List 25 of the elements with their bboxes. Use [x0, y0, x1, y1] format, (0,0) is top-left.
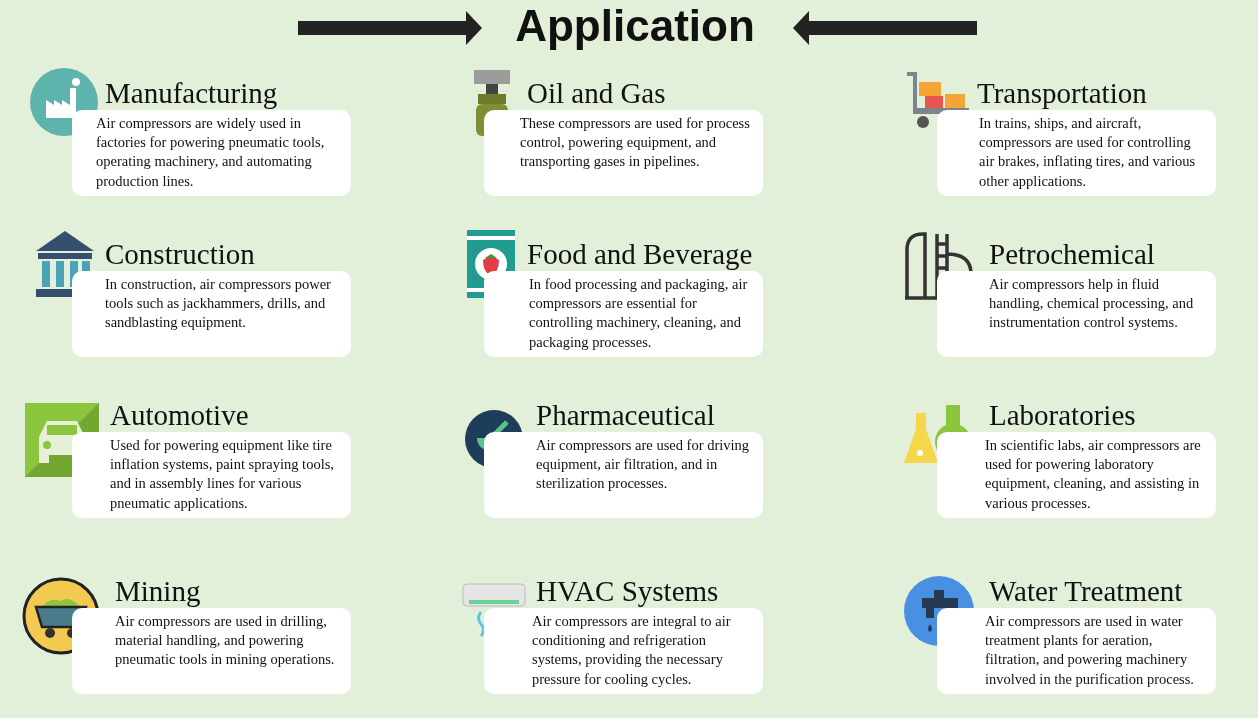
category-heading: Petrochemical: [989, 237, 1155, 271]
category-heading: Laboratories: [989, 398, 1136, 432]
description-text: In trains, ships, and aircraft, compressors are used for controlling air brakes, inflating tires, and various other applications.: [979, 115, 1196, 189]
category-heading: Transportation: [977, 76, 1147, 110]
description-text: Air compressors help in fluid handling, chemical processing, and instrumentation control systems.: [989, 276, 1194, 331]
title: Application: [514, 0, 756, 52]
category-heading: Manufacturing: [105, 76, 278, 110]
description-text: Air compressors are used in water treatment plants for aeration, filtration, and powering machinery involved in the purification process.: [985, 613, 1194, 687]
description-text: Air compressors are widely used in factories for powering pneumatic tools, operating machinery, and automating production lines.: [96, 115, 325, 189]
category-heading: Pharmaceutical: [536, 398, 715, 432]
description-text: Used for powering equipment like tire inflation systems, paint spraying tools, and in assembly lines for various pneumatic applications.: [110, 437, 334, 511]
category-heading: Oil and Gas: [527, 76, 666, 110]
description-text: In food processing and packaging, air compressors are essential for controlling machinery, cleaning, and packaging processes.: [529, 276, 748, 350]
description-text: In scientific labs, air compressors are used for powering laboratory equipment, cleaning, and assisting in various processes.: [985, 437, 1201, 511]
category-heading: Food and Beverage: [527, 237, 753, 271]
category-heading: HVAC Systems: [536, 574, 719, 608]
description-text: In construction, air compressors power tools such as jackhammers, drills, and sandblasting equipment.: [105, 276, 331, 331]
description-text: Air compressors are integral to air conditioning and refrigeration systems, providing the necessary pressure for cooling cycles.: [532, 613, 731, 687]
category-heading: Construction: [105, 237, 255, 271]
category-heading: Automotive: [110, 398, 249, 432]
description-text: These compressors are used for process control, powering equipment, and transporting gases in pipelines.: [520, 115, 750, 170]
description-text: Air compressors are used for driving equipment, air filtration, and in sterilization processes.: [536, 437, 749, 492]
category-heading: Mining: [115, 574, 201, 608]
description-text: Air compressors are used in drilling, material handling, and powering pneumatic tools in mining operations.: [115, 613, 335, 668]
category-heading: Water Treatment: [989, 574, 1183, 608]
